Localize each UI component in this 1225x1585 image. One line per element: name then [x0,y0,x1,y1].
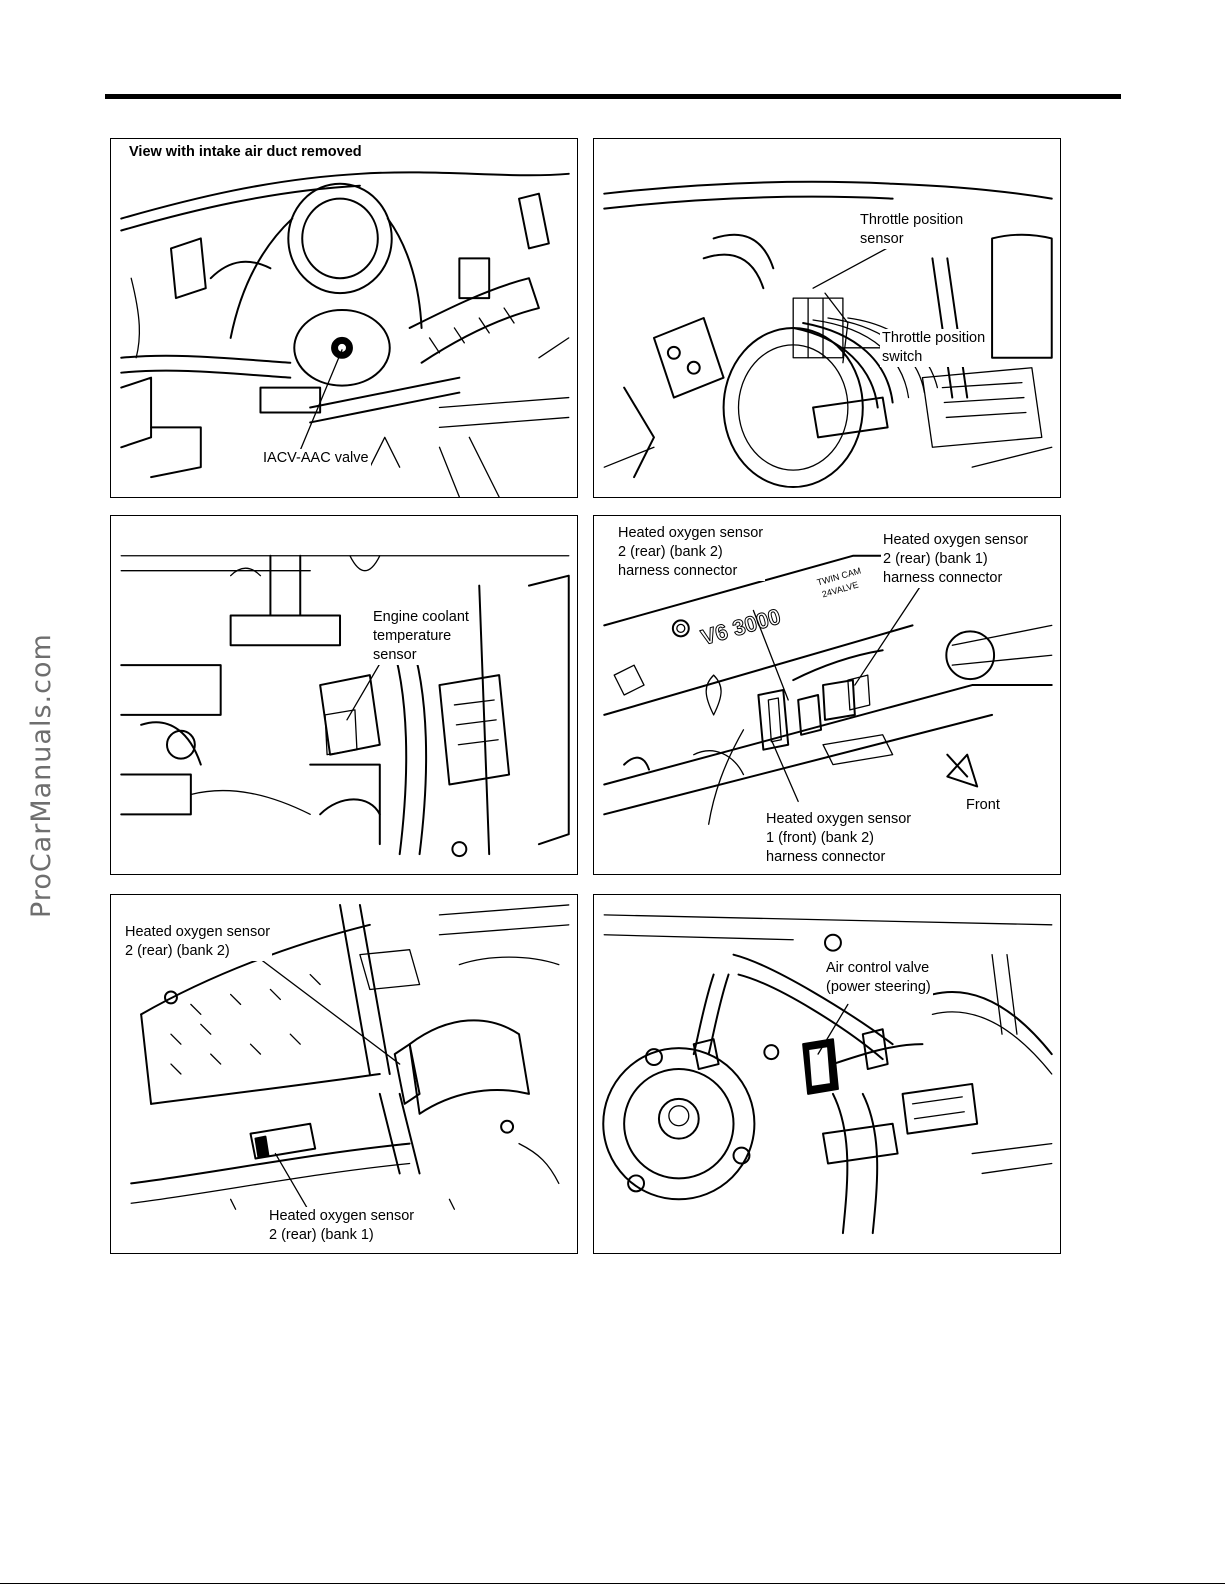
engine-illustration [602,914,1053,1235]
panel-title: View with intake air duct removed [127,143,364,162]
label-hos-2-rear-bank-1: Heated oxygen sensor 2 (rear) (bank 1) h… [881,531,1031,588]
engine-illustration [120,554,570,858]
panel-engine-coolant-temperature-sensor: Engine coolant temperature sensor [110,515,578,875]
label-engine-coolant-temperature-sensor: Engine coolant temperature sensor [371,608,471,665]
engine-illustration: V6 3000 TWIN CAM 24VALVE [603,554,1053,825]
label-hos-2-rear-bank-2: Heated oxygen sensor 2 (rear) (bank 2) [123,923,273,961]
label-throttle-position-sensor: Throttle position sensor [858,211,966,249]
bottom-rule [0,1583,1225,1584]
panel-air-control-valve: Air control valve (power steering) [593,894,1061,1254]
label-hos-1-front-bank-2: Heated oxygen sensor 1 (front) (bank 2) … [764,810,914,867]
panel-heated-oxygen-sensor-harness-connectors: V6 3000 TWIN CAM 24VALVE Heated oxygen s… [593,515,1061,875]
label-throttle-position-switch: Throttle position switch [880,329,988,367]
label-hos-2-rear-bank-1: Heated oxygen sensor 2 (rear) (bank 1) [267,1207,417,1245]
label-air-control-valve: Air control valve (power steering) [824,959,933,997]
exhaust-illustration [130,903,570,1214]
watermark: ProCarManuals.com [26,633,57,918]
panel-heated-oxygen-sensor-rear: Heated oxygen sensor 2 (rear) (bank 2) H… [110,894,578,1254]
engine-illustration [120,171,570,497]
panel-throttle-position: Throttle position sensor Throttle positi… [593,138,1061,498]
top-rule [105,94,1121,99]
engine-illustration [603,180,1053,489]
engraving-v6-3000: V6 3000 [698,604,783,650]
label-hos-2-rear-bank-2: Heated oxygen sensor 2 (rear) (bank 2) h… [616,524,766,581]
panel-iacv-aac-valve: View with intake air duct removed IACV-A… [110,138,578,498]
label-iacv-aac-valve: IACV-AAC valve [261,449,371,468]
label-front: Front [964,796,1002,815]
